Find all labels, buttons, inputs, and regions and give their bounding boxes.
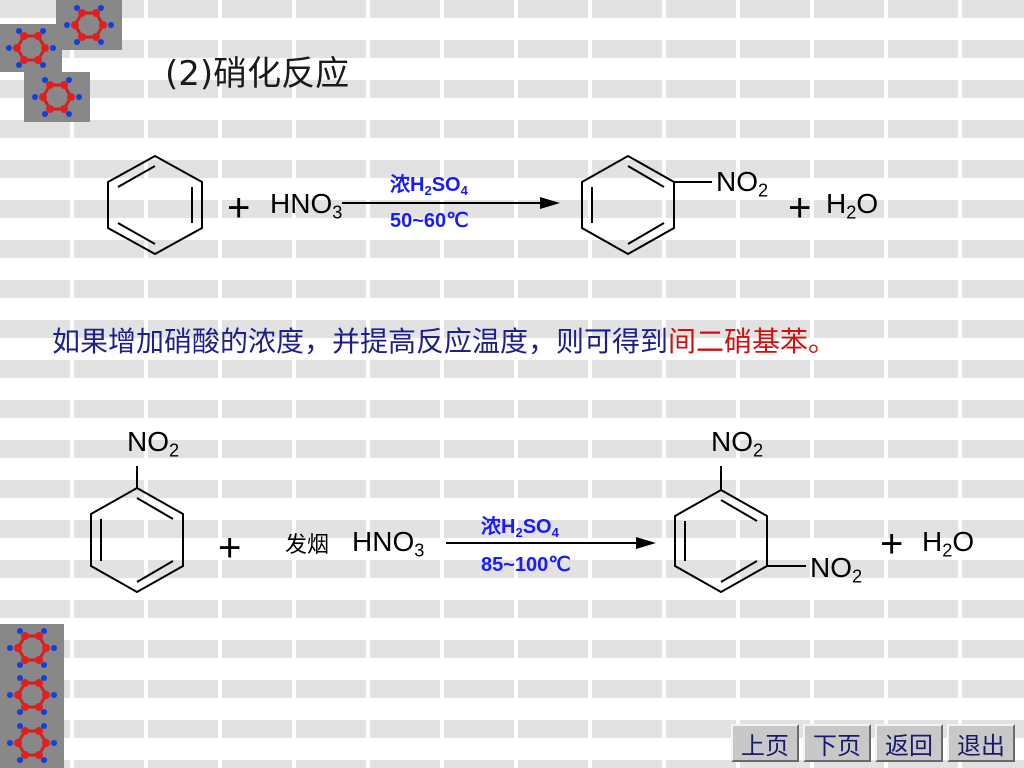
- cond-text: SO: [522, 516, 552, 538]
- molecule-tile-bottom-1: [0, 624, 64, 672]
- group-text: NO: [716, 166, 758, 197]
- cond-sub: 2: [515, 524, 523, 540]
- reaction2-reagent: HNO3: [352, 526, 424, 561]
- reaction2-product-group-top: NO2: [711, 426, 763, 461]
- byproduct-sub: 2: [942, 540, 953, 561]
- slide-navigation: 上页 下页 返回 退出: [731, 724, 1015, 764]
- molecule-tile-top-3: [24, 72, 90, 122]
- cond-text: SO: [431, 174, 461, 196]
- reaction2-plus-2: +: [880, 522, 904, 566]
- cond-sub: 2: [424, 182, 432, 198]
- reaction1-byproduct: H2O: [826, 188, 878, 223]
- reaction2-condition-top: 浓H2SO4: [481, 510, 559, 540]
- molecule-tile-top-2: [0, 24, 62, 72]
- byproduct-text: H: [922, 526, 943, 557]
- nitrobenzene-reactant: [90, 466, 184, 594]
- reaction1-condition-top: 浓H2SO4: [390, 168, 468, 198]
- molecule-tile-bottom-3: [0, 718, 64, 768]
- reagent-formula: HNO: [352, 526, 415, 557]
- reagent-subscript: 3: [332, 202, 343, 223]
- sentence-main: 如果增加硝酸的浓度，并提高反应温度，则可得到: [52, 325, 669, 358]
- reaction1-plus-2: +: [788, 186, 812, 230]
- molecule-tile-top-1: [56, 0, 122, 50]
- reaction2-reactant-group: NO2: [127, 426, 179, 461]
- cond-text: 浓H: [481, 516, 516, 538]
- reaction1-condition-bottom: 50~60℃: [390, 210, 469, 232]
- byproduct-text: O: [856, 188, 879, 219]
- benzene-molecule-icon: [7, 628, 57, 668]
- slide-title: (2)硝化反应: [165, 54, 350, 94]
- nitrobenzene-product: [581, 154, 712, 256]
- reaction1-plus-1: +: [227, 186, 251, 230]
- sentence-highlight: 间二硝基苯: [668, 325, 809, 358]
- back-button[interactable]: 返回: [875, 724, 943, 762]
- group-text: NO: [711, 426, 753, 457]
- reaction2-arrowhead: [636, 537, 656, 549]
- group-text: NO: [810, 552, 852, 583]
- explanation-sentence: 如果增加硝酸的浓度，并提高反应温度，则可得到间二硝基苯。: [52, 320, 836, 360]
- byproduct-text: O: [952, 526, 975, 557]
- reagent-subscript: 3: [414, 540, 425, 561]
- group-sub: 2: [753, 440, 764, 461]
- m-dinitrobenzene-product: [674, 466, 806, 594]
- group-text: NO: [127, 426, 169, 457]
- reagent-formula: HNO: [270, 188, 333, 219]
- cond-sub: 4: [551, 524, 559, 540]
- benzene-molecule-icon: [32, 77, 82, 117]
- reaction2-product-group-side: NO2: [810, 552, 862, 587]
- sentence-end: 。: [808, 325, 837, 358]
- group-sub: 2: [852, 566, 863, 587]
- byproduct-sub: 2: [846, 202, 857, 223]
- byproduct-text: H: [826, 188, 847, 219]
- reaction1-product-group: NO2: [716, 166, 768, 201]
- reaction2-condition-bottom: 85~100℃: [481, 554, 571, 576]
- molecule-tile-bottom-2: [0, 672, 64, 718]
- prev-page-button[interactable]: 上页: [731, 724, 799, 762]
- group-sub: 2: [758, 180, 769, 201]
- cond-sub: 4: [460, 182, 468, 198]
- reaction2-plus-1: +: [218, 526, 242, 570]
- benzene-molecule-icon: [7, 723, 57, 763]
- benzene-molecule-icon: [64, 5, 114, 45]
- reaction2-byproduct: H2O: [922, 526, 974, 561]
- reaction1-arrowhead: [540, 197, 560, 209]
- group-sub: 2: [169, 440, 180, 461]
- reaction2-reagent-prefix: 发烟: [285, 533, 330, 558]
- benzene-molecule-icon: [6, 28, 56, 68]
- next-page-button[interactable]: 下页: [803, 724, 871, 762]
- benzene-molecule-icon: [7, 675, 57, 715]
- exit-button[interactable]: 退出: [947, 724, 1015, 762]
- cond-text: 浓H: [390, 174, 425, 196]
- benzene-reactant: [107, 154, 203, 256]
- reaction1-reagent: HNO3: [270, 188, 342, 223]
